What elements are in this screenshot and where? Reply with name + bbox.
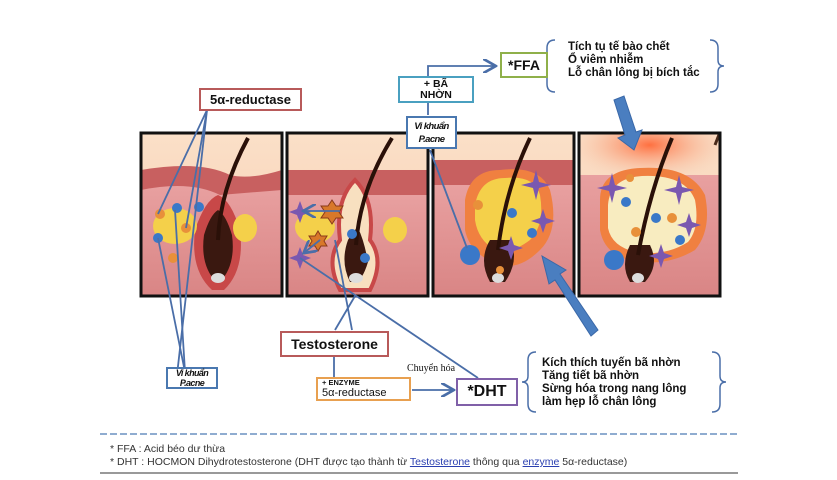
dht-brace-left (521, 351, 537, 413)
bacteria-left-line1: Vi khuẩn (175, 368, 209, 378)
bacteria-top-box: Vi khuẩn P.acne (406, 116, 457, 149)
footnote-dht-prefix: * DHT : HOCMON Dihydrotestosterone (DHT … (110, 456, 410, 468)
enzyme-name: 5α-reductase (322, 386, 387, 399)
inflammation-arrow-down (613, 95, 643, 151)
ffa-brace-right (709, 39, 725, 93)
inflammation-arrow-up (541, 254, 599, 337)
dht-effect: làm hẹp lỗ chân lông (542, 396, 657, 408)
bacteria-top-line1: Vi khuẩn (414, 120, 449, 132)
dht-box: *DHT (456, 378, 518, 406)
dht-effects-list: Kích thích tuyến bã nhờn Tăng tiết bã nh… (542, 357, 686, 409)
dht-effect: Tăng tiết bã nhờn (542, 370, 639, 382)
testosterone-box: Testosterone (280, 331, 389, 357)
ffa-effects-list: Tích tụ tế bào chết Ổ viêm nhiễm Lỗ chân… (568, 41, 700, 80)
enzyme-link[interactable]: enzyme (522, 456, 560, 468)
panel-clogged-pore (285, 131, 430, 298)
panel-normal-skin (139, 131, 284, 298)
enzyme-box: + ENZYME 5α-reductase (316, 377, 411, 401)
bacteria-left-line2: P.acne (179, 378, 205, 388)
dht-brace-right (711, 351, 727, 413)
footnote-dht-suffix: 5α-reductase) (559, 456, 628, 468)
dht-effect: Sừng hóa trong nang lông (542, 383, 687, 395)
footnote-dht: * DHT : HOCMON Dihydrotestosterone (DHT … (110, 456, 627, 468)
ffa-effect: Lỗ chân lông bị bích tắc (568, 67, 700, 79)
sebum-box: + BÃ NHỜN (398, 76, 474, 103)
connector-lines (157, 66, 494, 390)
enzyme-prefix: + ENZYME (322, 377, 360, 387)
footnote-dht-mid: thông qua (470, 456, 523, 468)
bacteria-left-box: Vi khuẩn P.acne (166, 367, 218, 389)
bacteria-top-line2: P.acne (418, 133, 445, 145)
ffa-effect: Tích tụ tế bào chết (568, 41, 670, 53)
conversion-label: Chuyển hóa (407, 363, 456, 374)
ffa-box: *FFA (500, 52, 548, 78)
reductase-top-box: 5α-reductase (199, 88, 302, 111)
testosterone-link[interactable]: Testosterone (409, 456, 471, 468)
footnote-ffa: * FFA : Acid béo dư thừa (110, 443, 226, 455)
panel-severe-acne (577, 131, 722, 298)
dht-effect: Kích thích tuyến bã nhờn (542, 357, 681, 369)
ffa-effect: Ổ viêm nhiễm (568, 54, 644, 66)
